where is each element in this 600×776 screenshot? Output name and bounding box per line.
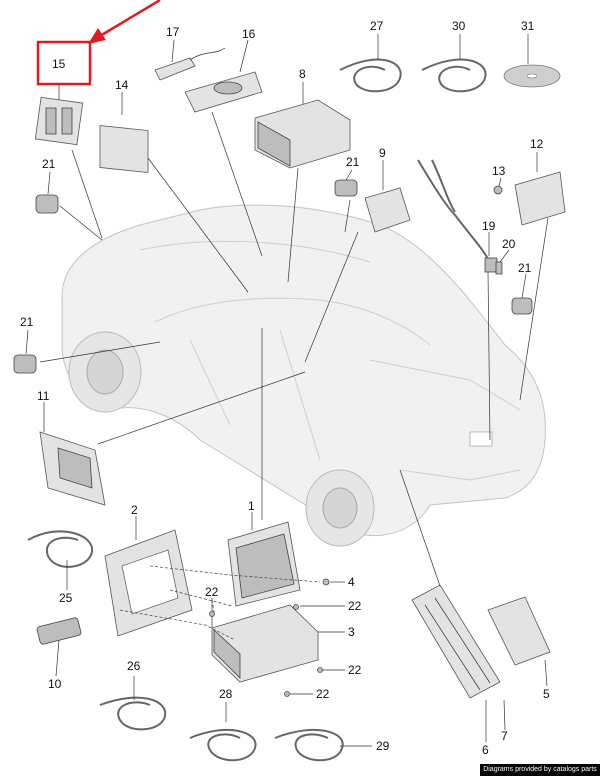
callout-9: 9 — [379, 146, 386, 160]
callout-13: 13 — [492, 164, 506, 178]
cable-29 — [274, 729, 344, 762]
callout-27: 27 — [370, 19, 384, 33]
callout-22-b: 22 — [348, 599, 362, 613]
callout-14: 14 — [115, 78, 129, 92]
part-19-cable — [417, 159, 498, 273]
callout-22-a: 22 — [205, 585, 219, 599]
callout-3: 3 — [348, 625, 355, 639]
cable-25 — [27, 530, 94, 568]
fasteners — [209, 578, 330, 697]
part-8-receiver — [254, 99, 351, 169]
callout-21-top-left: 21 — [42, 157, 56, 171]
callout-29: 29 — [376, 739, 390, 753]
callout-16: 16 — [242, 27, 256, 41]
callout-31: 31 — [521, 19, 535, 33]
part-10-module — [36, 617, 82, 645]
callout-8: 8 — [299, 67, 306, 81]
rear-wheel-hub — [322, 487, 358, 529]
callout-2: 2 — [131, 503, 138, 517]
part-14-module — [99, 125, 149, 173]
part-9-module — [364, 187, 411, 233]
callout-15: 15 — [52, 57, 66, 71]
assembly-lines — [119, 565, 321, 641]
part-31-disc — [503, 64, 561, 88]
callout-20: 20 — [502, 237, 516, 251]
part-2-frame — [104, 529, 193, 637]
license-plate — [469, 431, 493, 447]
callout-7: 7 — [501, 729, 508, 743]
callout-1: 1 — [248, 499, 255, 513]
callout-4: 4 — [348, 575, 355, 589]
part-15-bracket — [34, 96, 84, 146]
part-11-control-unit — [39, 431, 106, 506]
part-5-module — [487, 596, 551, 666]
callout-5: 5 — [543, 687, 550, 701]
cable-26 — [99, 696, 167, 731]
callout-17: 17 — [166, 25, 180, 39]
callout-10: 10 — [48, 677, 62, 691]
callout-30: 30 — [452, 19, 466, 33]
highlight-box — [36, 40, 92, 86]
part-20-bolt — [495, 261, 503, 275]
highlight-arrow-head — [88, 28, 106, 44]
part-3-head-unit — [211, 604, 319, 683]
part-12-module — [514, 171, 566, 226]
part-13-screw — [493, 185, 503, 195]
part-21-sensors — [13, 179, 533, 374]
callout-22-d: 22 — [316, 687, 330, 701]
leader-lines — [25, 34, 549, 747]
part-16-unit — [184, 71, 263, 113]
part-1-display — [227, 521, 301, 607]
callout-19: 19 — [482, 219, 496, 233]
callout-26: 26 — [127, 659, 141, 673]
cable-27 — [339, 58, 402, 93]
callout-21-right: 21 — [518, 261, 532, 275]
callout-6: 6 — [482, 743, 489, 757]
callout-labels: 15 14 17 16 8 27 30 31 9 12 13 19 20 21 … — [20, 19, 550, 757]
part-6-amplifier — [411, 584, 501, 699]
callout-11: 11 — [37, 389, 50, 403]
vehicle-outline — [61, 204, 546, 547]
callout-12: 12 — [530, 137, 544, 151]
callout-21-left: 21 — [20, 315, 34, 329]
cable-30 — [421, 58, 487, 93]
part-17-antenna — [154, 47, 226, 81]
highlight-callout-15 — [36, 0, 161, 86]
front-wheel-hub — [86, 349, 124, 395]
callout-28: 28 — [219, 687, 233, 701]
diagram-credit: Diagrams provided by catalogs parts — [480, 764, 600, 776]
callout-21-center: 21 — [346, 155, 360, 169]
callout-25: 25 — [59, 591, 73, 605]
highlight-arrow-shaft — [99, 0, 161, 38]
callout-22-c: 22 — [348, 663, 362, 677]
cable-28 — [189, 729, 257, 762]
